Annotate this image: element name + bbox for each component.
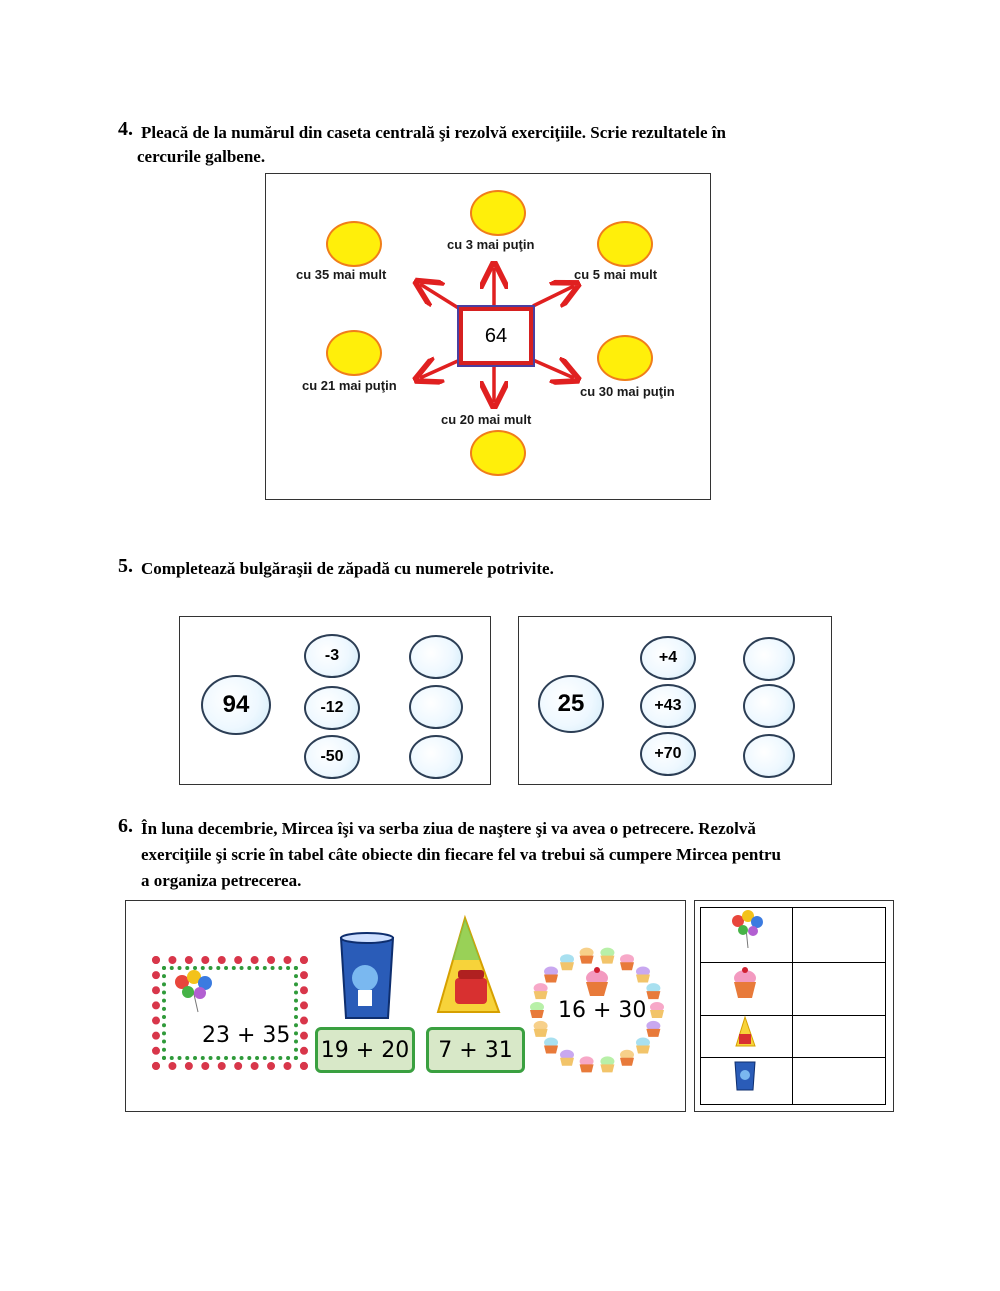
cupcake-decoration (530, 1002, 544, 1018)
cup-icon (734, 1061, 756, 1091)
q5-left-op-snowball: -50 (304, 735, 360, 779)
q5-left-answer-snowball[interactable] (409, 635, 463, 679)
q4-instruction-line2: cercurile galbene. (137, 147, 266, 166)
q5-right-op-snowball: +43 (640, 684, 696, 728)
cupcake-decoration (600, 1056, 615, 1073)
q5-right-op-snowball: +4 (640, 636, 696, 680)
q4-label-bottom: cu 20 mai mult (441, 412, 532, 427)
q6-answer-table-frame (694, 900, 894, 1112)
cupcake-decoration (560, 954, 574, 971)
arrow-down-left (420, 360, 461, 378)
q6-number: 6. (118, 815, 133, 837)
q6-balloons-exercise: 23 + 35 (202, 1023, 291, 1048)
q5-right-start-snowball: 25 (538, 675, 604, 733)
q4-answer-circle-top-right[interactable] (597, 221, 653, 267)
cupcake-decoration (620, 954, 634, 971)
q6-instruction-line2: exerciţiile şi scrie în tabel câte obiec… (141, 845, 781, 864)
q4-answer-circle-bottom-right[interactable] (597, 335, 653, 381)
q5-left-answer-snowball[interactable] (409, 685, 463, 729)
cupcake-decoration (635, 1037, 650, 1054)
cupcake-decoration (544, 966, 559, 983)
q5-number: 5. (118, 555, 133, 577)
q4-center-number-box: 64 (457, 305, 535, 367)
q6-balloons-card (152, 956, 308, 1070)
cupcake-center (586, 967, 608, 996)
arrow-up-left (420, 284, 461, 311)
q4-label-top: cu 3 mai puţin (447, 237, 535, 252)
q6-instruction-line3: a organiza petrecerea. (141, 871, 302, 890)
cupcake-decoration (544, 1037, 559, 1054)
arrow-down-right (532, 360, 574, 378)
q5-right-answer-snowball[interactable] (743, 734, 795, 778)
q4-label-top-left: cu 35 mai mult (296, 267, 387, 282)
q4-answer-circle-top-left[interactable] (326, 221, 382, 267)
cupcake-decoration (635, 966, 650, 983)
q4-answer-circle-top[interactable] (470, 190, 526, 236)
q6-hats-exercise-box: 7 + 31 (426, 1027, 525, 1073)
q4-label-bottom-right: cu 30 mai puţin (580, 384, 675, 399)
q4-answer-circle-bottom-left[interactable] (326, 330, 382, 376)
cupcake-decoration (533, 983, 548, 1000)
arrow-up-right (532, 286, 574, 306)
q5-instruction: Completează bulgăraşii de zăpadă cu nume… (141, 559, 554, 578)
cupcake-decoration (579, 1056, 594, 1073)
cupcake-decoration (579, 947, 594, 964)
q6-cups-exercise-box: 19 + 20 (315, 1027, 415, 1073)
q4-number: 4. (118, 118, 133, 140)
party-hat-icon (735, 1015, 756, 1047)
cupcake-decoration (646, 983, 661, 1000)
q4-label-bottom-left: cu 21 mai puţin (302, 378, 397, 393)
q5-right-op-snowball: +70 (640, 732, 696, 776)
cupcake-decoration (620, 1049, 634, 1066)
q4-label-top-right: cu 5 mai mult (574, 267, 658, 282)
q4-instruction-line1: Pleacă de la numărul din caseta centrală… (141, 123, 726, 142)
q5-left-op-snowball: -12 (304, 686, 360, 730)
q5-left-answer-snowball[interactable] (409, 735, 463, 779)
cupcake-decoration (646, 1020, 661, 1037)
q5-right-answer-snowball[interactable] (743, 684, 795, 728)
q6-answer-table (700, 907, 886, 1105)
q5-right-answer-snowball[interactable] (743, 637, 795, 681)
cupcake-decoration (650, 1002, 664, 1018)
balloons-icon (732, 910, 763, 949)
cupcake-decoration (600, 947, 615, 964)
q4-answer-circle-bottom[interactable] (470, 430, 526, 476)
q5-left-op-snowball: -3 (304, 634, 360, 678)
q6-cupcakes-exercise: 16 + 30 (558, 998, 647, 1023)
cupcake-decoration (560, 1049, 574, 1066)
q5-left-start-snowball: 94 (201, 675, 271, 735)
q6-instruction-line1: În luna decembrie, Mircea îşi va serba z… (141, 819, 756, 838)
cupcake-icon (734, 967, 756, 998)
cupcake-decoration (533, 1020, 548, 1037)
